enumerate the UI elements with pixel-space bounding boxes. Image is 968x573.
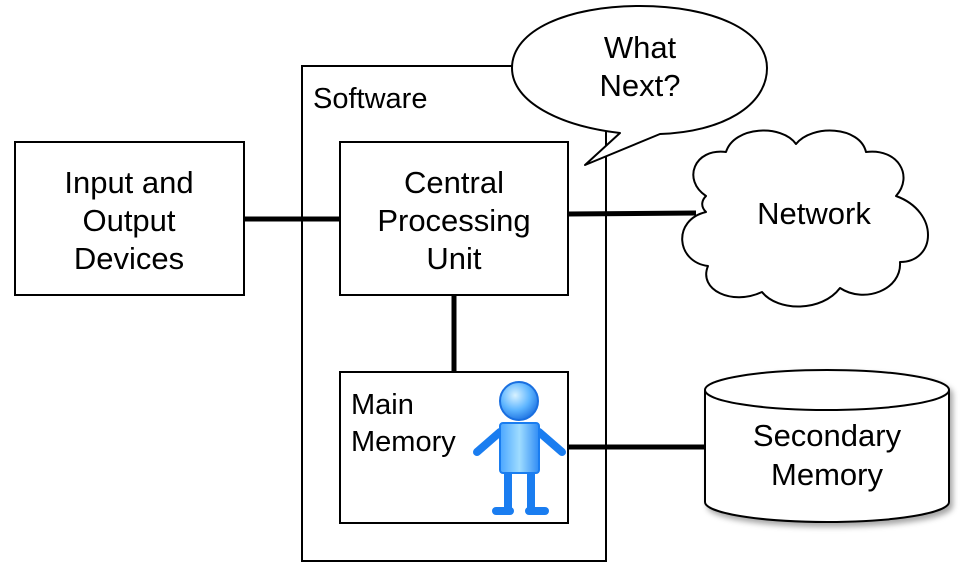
- cpu-label-line3: Unit: [426, 241, 482, 276]
- network-label: Network: [757, 196, 871, 231]
- main-memory-label-line2: Memory: [351, 426, 456, 458]
- secondary-memory-cylinder: [704, 369, 950, 523]
- cpu-box: Central Processing Unit: [339, 141, 569, 296]
- io-label-line1: Input and: [64, 165, 193, 200]
- speech-bubble-line1: What: [604, 30, 677, 65]
- person-figure-icon: [473, 381, 566, 515]
- io-label-line3: Devices: [74, 241, 184, 276]
- software-container: [301, 65, 607, 562]
- secondary-memory-label-line2: Memory: [771, 457, 883, 492]
- cpu-network-connector: [567, 210, 697, 217]
- main-memory-label-line1: Main: [351, 389, 414, 421]
- speech-bubble-line2: Next?: [600, 68, 681, 103]
- speech-bubble: What Next?: [511, 5, 768, 166]
- io-label-line2: Output: [82, 203, 175, 238]
- connector-lines: [243, 210, 704, 450]
- network-cloud: Network: [681, 129, 929, 308]
- input-output-devices-box: Input and Output Devices: [14, 141, 245, 296]
- cpu-label-line1: Central: [404, 165, 504, 200]
- software-label: Software: [313, 83, 427, 115]
- cpu-label-line2: Processing: [377, 203, 530, 238]
- secondary-memory-label-line1: Secondary: [753, 418, 902, 453]
